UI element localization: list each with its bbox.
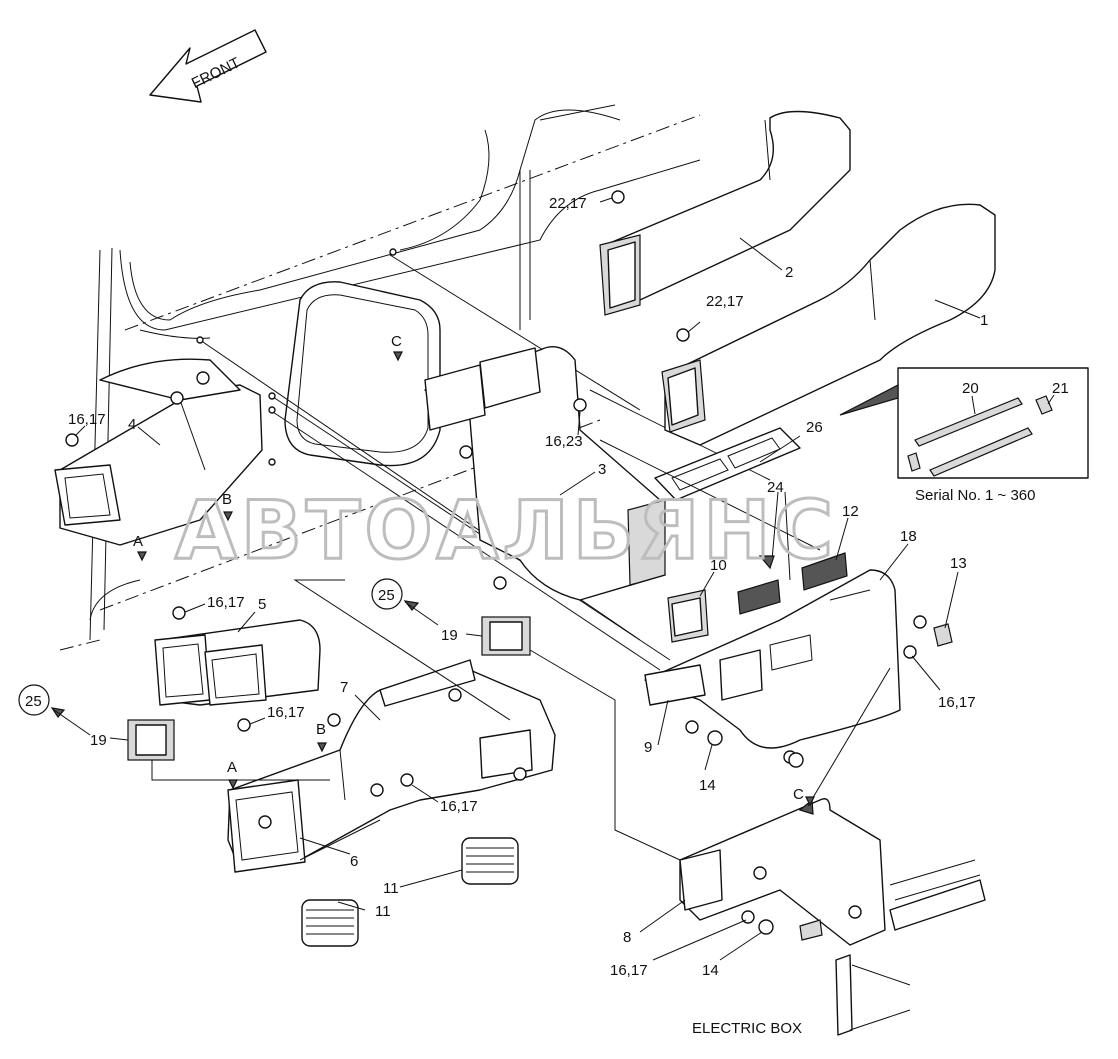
- callout-25-right: 25: [378, 587, 395, 604]
- watermark: АВТОАЛЬЯНС: [175, 484, 837, 577]
- view-marker-arrows: [137, 351, 815, 807]
- callout-16-17-console: 16,17: [938, 694, 976, 711]
- callout-16-17-duct4: 16,17: [68, 411, 106, 428]
- grille-11-lower: [301, 899, 359, 947]
- view-marker-c-top: C: [391, 333, 402, 350]
- callout-24: 24: [767, 479, 784, 496]
- view-marker-b-top: B: [222, 491, 232, 508]
- callout-16-17-duct6: 16,17: [267, 704, 305, 721]
- callout-22-17-upper: 22,17: [549, 195, 587, 212]
- duct-5: [154, 619, 321, 706]
- callout-14-lower: 14: [702, 962, 719, 979]
- view-marker-a-bottom: A: [227, 759, 237, 776]
- callout-11-lower: 11: [375, 903, 391, 920]
- inset-box: [839, 367, 1089, 479]
- duct-3: [424, 346, 666, 601]
- callout-26: 26: [806, 419, 823, 436]
- callout-13: 13: [950, 555, 967, 572]
- electric-box: [889, 859, 981, 901]
- circled-callout-25-right: 25: [371, 578, 403, 610]
- callout-14-upper: 14: [699, 777, 716, 794]
- duct-4: [54, 358, 263, 546]
- callout-19-right: 19: [441, 627, 458, 644]
- console-9: [644, 569, 901, 749]
- fasteners: [65, 190, 953, 941]
- callout-1: 1: [980, 312, 988, 329]
- callout-25-left: 25: [25, 693, 42, 710]
- leader-lines: [74, 197, 981, 961]
- callout-16-17-duct7: 16,17: [440, 798, 478, 815]
- callout-8: 8: [623, 929, 631, 946]
- callout-2: 2: [785, 264, 793, 281]
- front-arrow: FRONT: [149, 29, 267, 103]
- duct-2: [599, 110, 851, 316]
- callout-16-17-panel8: 16,17: [610, 962, 648, 979]
- callout-18: 18: [900, 528, 917, 545]
- callout-11-upper: 11: [383, 880, 399, 897]
- view-marker-a-top: A: [133, 533, 143, 550]
- cab-outline: [59, 104, 701, 651]
- bracket-19-right: [481, 616, 531, 656]
- callout-9: 9: [644, 739, 652, 756]
- callout-3: 3: [598, 461, 606, 478]
- electric-box-label: ELECTRIC BOX: [692, 1020, 802, 1037]
- duct-1: [661, 203, 996, 446]
- ref-arrows: [50, 555, 891, 815]
- view-marker-b-bottom: B: [316, 721, 326, 738]
- vent-grilles: [737, 552, 848, 615]
- grille-11-upper: [461, 837, 519, 885]
- bracket-19-left: [127, 719, 175, 761]
- callout-22-17-lower: 22,17: [706, 293, 744, 310]
- callout-16-17-duct5: 16,17: [207, 594, 245, 611]
- callout-20: 20: [962, 380, 979, 397]
- inset-caption: Serial No. 1 ~ 360: [915, 487, 1036, 504]
- callout-5: 5: [258, 596, 266, 613]
- view-marker-c-bottom: C: [793, 786, 804, 803]
- callout-7: 7: [340, 679, 348, 696]
- callout-16-23: 16,23: [545, 433, 583, 450]
- callout-21: 21: [1052, 380, 1069, 397]
- callout-10: 10: [710, 557, 727, 574]
- callout-12: 12: [842, 503, 859, 520]
- callout-19-left: 19: [90, 732, 107, 749]
- callout-4: 4: [128, 416, 136, 433]
- callout-6: 6: [350, 853, 358, 870]
- circled-callout-25-left: 25: [18, 684, 50, 716]
- panel-8: [679, 798, 986, 1036]
